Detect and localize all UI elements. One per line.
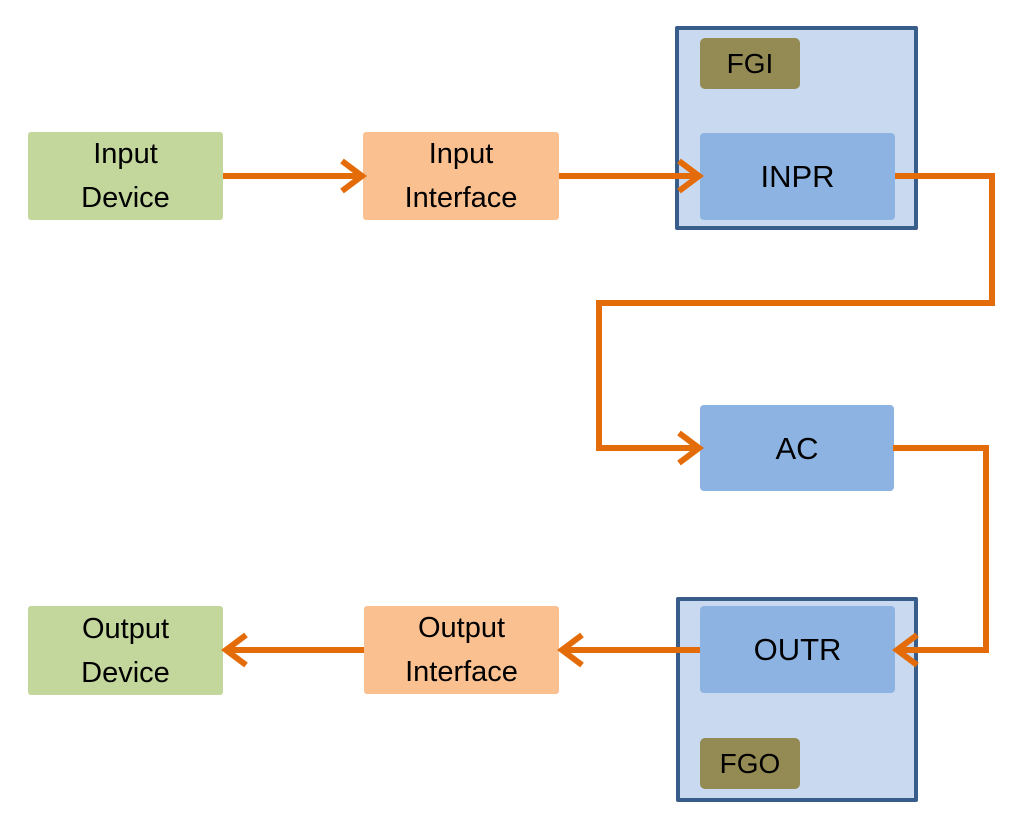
inpr-label: INPR xyxy=(760,159,835,194)
inpr-register-box: INPR xyxy=(700,133,895,220)
output-interface-label: Output Interface xyxy=(405,612,518,688)
output-device-label: Output Device xyxy=(81,612,170,689)
fgi-label: FGI xyxy=(726,47,774,79)
input-device-box: Input Device xyxy=(28,132,223,220)
arrow-input-device-to-input-interface xyxy=(223,158,367,194)
fgo-label: FGO xyxy=(719,747,781,779)
arrow-output-interface-to-output-device xyxy=(221,632,364,668)
ac-register-box: AC xyxy=(700,405,894,491)
outr-register-box: OUTR xyxy=(700,606,895,693)
outr-label: OUTR xyxy=(753,632,842,667)
output-interface-box: Output Interface xyxy=(364,606,559,694)
output-device-box: Output Device xyxy=(28,606,223,695)
input-interface-label: Input Interface xyxy=(404,138,518,214)
input-device-label: Input Device xyxy=(81,138,170,214)
fgo-flag-box: FGO xyxy=(700,738,800,789)
input-interface-box: Input Interface xyxy=(363,132,559,220)
fgi-flag-box: FGI xyxy=(700,38,800,89)
ac-label: AC xyxy=(775,430,819,466)
